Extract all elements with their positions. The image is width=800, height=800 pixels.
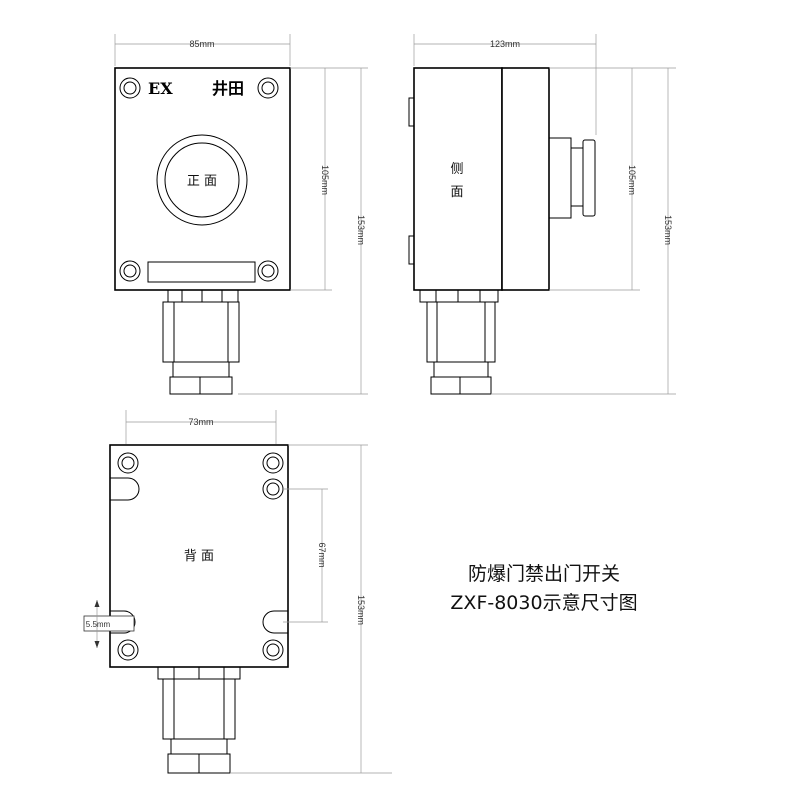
back-enclosure [109,444,289,668]
slot-dimension-box [83,615,135,632]
caption-model-title: ZXF-8030示意尺寸图 [450,592,637,614]
front-view: 85mm EX 井田 正 面 105mm [114,34,368,395]
back-mounting-slot [110,477,140,501]
corner-screw-icon [119,77,279,282]
side-gland-nut [430,376,492,395]
brand-name-label: 井田 [212,79,244,98]
side-inner-height-dimension: 105mm [627,165,637,195]
front-face-label: 正 面 [187,174,217,189]
side-view: 123mm 侧 面 105mm 153mm [408,34,676,395]
back-total-height-dimension: 153mm [356,595,366,625]
caption-product-name: 防爆门禁出门开关 [468,563,620,585]
side-face-label-bottom: 面 [450,185,463,200]
back-mounting-slot [110,610,136,634]
push-button-inner [164,142,240,218]
back-face-label: 背 面 [184,549,214,564]
push-button-outer [156,134,248,226]
side-enclosure-base [413,67,503,291]
arrow-up-icon [94,600,100,607]
side-enclosure-cover [501,67,550,291]
side-flange [419,289,499,303]
drawing-caption: 防爆门禁出门开关 ZXF-8030示意尺寸图 [450,563,637,614]
side-button-housing [548,137,572,219]
side-button-cap [582,139,596,217]
front-flange [167,289,239,303]
front-enclosure [114,67,291,291]
side-hinge-top [408,97,415,127]
slot-width-dimension: 5.5mm [86,620,111,629]
back-view: 73mm 背 面 5.5mm 67mm [83,410,392,774]
side-width-dimension: 123mm [490,39,520,49]
back-corner-screw-icon [117,452,284,661]
front-gland-nut [169,376,233,395]
front-total-height-dimension: 153mm [356,215,366,245]
front-inner-height-dimension: 105mm [320,165,330,195]
nameplate [147,261,256,283]
hole-spacing-dimension: 67mm [317,542,327,567]
arrow-down-icon [94,641,100,648]
back-mounting-slot [262,610,288,634]
back-width-dimension: 73mm [188,417,213,427]
side-hinge-bottom [408,235,415,265]
front-width-dimension: 85mm [189,39,214,49]
brand-ex-label: EX [148,79,173,98]
side-face-label-top: 侧 [450,162,463,177]
side-total-height-dimension: 153mm [663,215,673,245]
